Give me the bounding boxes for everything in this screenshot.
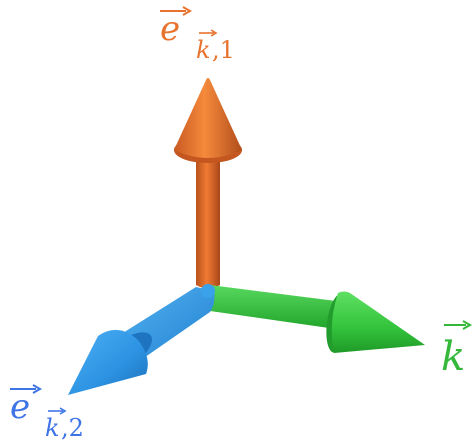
label-e-k2: e k ,2: [10, 384, 84, 442]
e-k2-arrow: [68, 284, 215, 395]
k-cone: [331, 291, 425, 353]
vec-arrowhead-e1-k: [210, 29, 218, 37]
k-shaft: [207, 285, 336, 329]
label-k: k: [441, 320, 473, 380]
e-k2-cone: [68, 329, 148, 395]
e1-sub-k-text: k: [196, 36, 211, 64]
vec-arrowhead-e2-k: [59, 407, 67, 415]
origin-joint: [201, 284, 215, 298]
e1-sub-idx-text: ,1: [212, 36, 235, 64]
e2-sub-idx-text: ,2: [61, 414, 84, 442]
vec-arrowhead-e2: [32, 384, 43, 394]
e-k1-arrow: [174, 78, 242, 289]
e2-base-text: e: [10, 387, 30, 427]
e2-sub-k-text: k: [45, 414, 60, 442]
k-arrow: [207, 285, 425, 353]
vec-arrowhead-k: [462, 320, 473, 330]
vec-arrowhead-e1: [182, 6, 193, 16]
e1-base-text: e: [160, 9, 180, 49]
label-e-k1: e k ,1: [160, 6, 235, 64]
k-text: k: [441, 334, 465, 380]
e-k1-shaft: [196, 160, 220, 289]
e-k1-cone: [174, 78, 242, 158]
